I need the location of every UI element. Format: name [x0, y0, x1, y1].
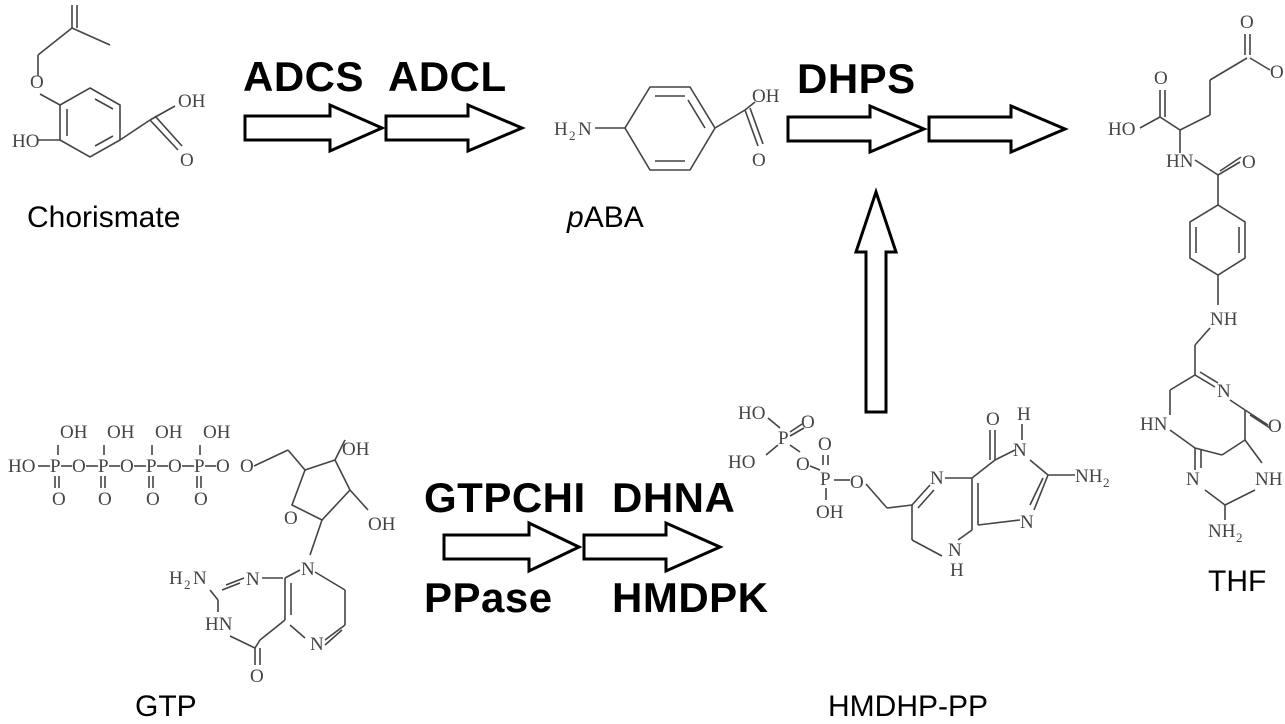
- svg-text:N: N: [930, 468, 944, 489]
- svg-text:O: O: [1270, 62, 1284, 83]
- svg-text:O: O: [1240, 12, 1254, 33]
- svg-text:OH: OH: [752, 86, 780, 107]
- svg-text:O: O: [818, 434, 832, 455]
- svg-text:NH: NH: [1075, 466, 1103, 487]
- svg-text:O: O: [120, 456, 134, 477]
- enzyme-adcs-label: ADCS: [243, 53, 365, 100]
- svg-text:OH: OH: [60, 422, 88, 443]
- svg-text:O: O: [98, 489, 112, 510]
- svg-text:H: H: [950, 560, 964, 581]
- svg-text:OH: OH: [155, 422, 183, 443]
- svg-text:O: O: [850, 472, 864, 493]
- svg-text:N: N: [1020, 512, 1034, 533]
- svg-text:O: O: [986, 409, 1000, 430]
- svg-text:HN: HN: [1166, 151, 1194, 172]
- enzyme-dhps-label: DHPS: [797, 55, 916, 102]
- compound-paba-label: pABA: [567, 201, 644, 235]
- hmdhp-pp-structure: HO P O HO O P O OH O N N H O: [728, 403, 1110, 581]
- enzyme-adcl-label: ADCL: [388, 53, 507, 100]
- svg-text:N: N: [246, 569, 260, 590]
- arrow-chorismate-to-paba-1: [243, 102, 386, 154]
- svg-text:O: O: [216, 456, 230, 477]
- svg-text:O: O: [796, 454, 810, 475]
- arrow-paba-to-thf-1: [786, 103, 928, 155]
- svg-text:HO: HO: [728, 452, 755, 473]
- svg-text:O: O: [72, 456, 86, 477]
- gtp-structure: HO P O OH O P O OH O P O OH O P O OH: [8, 422, 396, 687]
- svg-text:O: O: [168, 456, 182, 477]
- svg-text:O: O: [752, 150, 766, 171]
- svg-text:NH: NH: [1210, 309, 1238, 330]
- svg-text:N: N: [1186, 469, 1200, 490]
- enzyme-gtpchi-label: GTPCHI: [424, 474, 586, 521]
- enzyme-dhna-label: DHNA: [612, 474, 736, 521]
- svg-text:P: P: [778, 428, 789, 449]
- paba-structure: H 2 N OH O: [554, 86, 780, 171]
- svg-text:P: P: [820, 469, 831, 490]
- svg-text:NH: NH: [1255, 469, 1283, 490]
- arrow-gtp-to-hmdhp-2: [582, 520, 724, 574]
- svg-text:2: 2: [1103, 475, 1110, 490]
- svg-text:P: P: [50, 456, 61, 477]
- svg-text:N: N: [1013, 440, 1027, 461]
- compound-thf-label: THF: [1208, 565, 1267, 598]
- compound-chorismate-label: Chorismate: [27, 201, 181, 234]
- svg-text:HO: HO: [738, 403, 765, 424]
- thf-structure: O O O HO HN O NH N HN: [1108, 12, 1284, 545]
- svg-text:O: O: [1154, 68, 1168, 89]
- svg-text:O: O: [250, 666, 264, 687]
- svg-text:O: O: [146, 489, 160, 510]
- svg-text:P: P: [98, 456, 109, 477]
- svg-text:2: 2: [569, 128, 576, 143]
- svg-text:2: 2: [184, 577, 191, 592]
- svg-text:OH: OH: [368, 514, 396, 535]
- compound-hmdhp-pp-label: HMDHP-PP: [828, 690, 989, 723]
- svg-text:O: O: [284, 508, 298, 529]
- svg-text:O: O: [1268, 416, 1282, 437]
- svg-text:H: H: [554, 119, 568, 140]
- svg-text:OH: OH: [107, 422, 135, 443]
- paba-name-rest: ABA: [583, 201, 644, 234]
- svg-text:N: N: [310, 634, 324, 655]
- svg-text:HO: HO: [1108, 119, 1135, 140]
- compound-gtp-label: GTP: [135, 690, 197, 723]
- svg-text:N: N: [1217, 381, 1231, 402]
- svg-text:HN: HN: [205, 614, 233, 635]
- svg-text:HO: HO: [12, 131, 39, 152]
- svg-text:O: O: [180, 150, 194, 171]
- enzyme-ppase-label: PPase: [424, 574, 553, 621]
- svg-text:O: O: [1242, 152, 1256, 173]
- chorismate-structure: O HO OH O: [12, 5, 206, 171]
- svg-text:O: O: [30, 72, 44, 93]
- svg-text:O: O: [240, 456, 254, 477]
- svg-text:O: O: [52, 489, 66, 510]
- arrow-paba-to-thf-2: [927, 103, 1069, 155]
- svg-text:P: P: [146, 456, 157, 477]
- svg-text:P: P: [194, 456, 205, 477]
- svg-text:N: N: [578, 119, 592, 140]
- svg-text:2: 2: [1236, 530, 1243, 545]
- svg-text:OH: OH: [342, 439, 370, 460]
- svg-text:OH: OH: [178, 91, 206, 112]
- svg-text:N: N: [948, 540, 962, 561]
- svg-text:H: H: [1017, 404, 1031, 425]
- svg-text:OH: OH: [203, 422, 231, 443]
- svg-text:HN: HN: [1140, 414, 1168, 435]
- svg-text:N: N: [193, 568, 207, 589]
- svg-text:O: O: [194, 489, 208, 510]
- paba-italic-prefix: p: [567, 201, 584, 234]
- svg-text:N: N: [301, 559, 315, 580]
- arrow-gtp-to-hmdhp-1: [442, 520, 583, 574]
- svg-text:HO: HO: [8, 456, 35, 477]
- svg-text:NH: NH: [1208, 521, 1236, 542]
- svg-text:H: H: [169, 568, 183, 589]
- arrow-hmdhp-up: [853, 187, 899, 414]
- svg-text:OH: OH: [816, 502, 844, 523]
- arrow-chorismate-to-paba-2: [384, 102, 526, 154]
- svg-text:O: O: [801, 412, 815, 433]
- enzyme-hmdpk-label: HMDPK: [612, 574, 769, 621]
